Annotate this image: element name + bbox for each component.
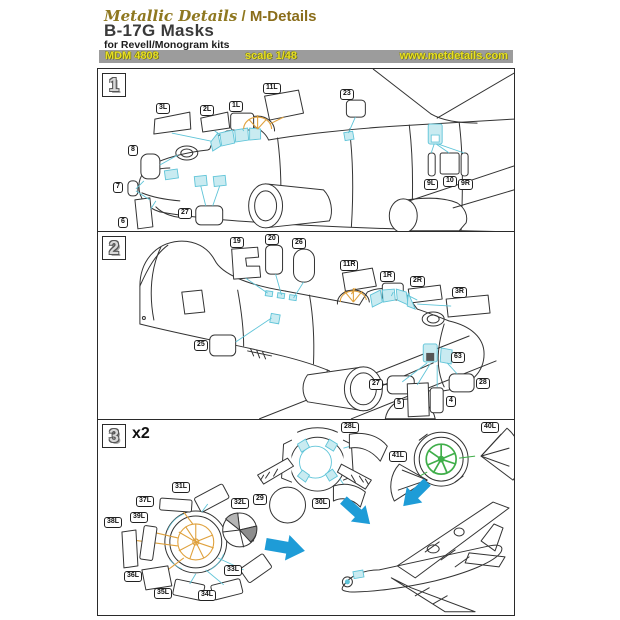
- step-number-badge: 2: [102, 236, 126, 260]
- website-link: www.metdetails.com: [399, 50, 508, 62]
- quantity-multiplier: x2: [132, 425, 150, 442]
- mask-label-35L: 35L: [154, 588, 173, 599]
- mask-label-23: 23: [340, 89, 354, 100]
- mask-label-32L: 32L: [231, 498, 250, 509]
- mask-label-6: 6: [118, 217, 128, 228]
- aircraft-right-side-drawing: [139, 240, 497, 419]
- turret-dome-mask: [243, 115, 284, 130]
- mask-label-25: 25: [194, 340, 208, 351]
- mask-label-11R: 11R: [340, 260, 359, 271]
- page-title: B-17G Masks: [104, 21, 215, 40]
- mask-label-29: 29: [253, 494, 267, 505]
- aircraft-left-side-drawing: [127, 69, 514, 231]
- step-number-badge: 3: [102, 424, 126, 448]
- product-info-bar: MDM 4808 scale 1/48 www.metdetails.com: [99, 50, 513, 63]
- mask-label-28L: 28L: [341, 422, 360, 433]
- mask-label-28: 28: [476, 378, 490, 389]
- mask-label-41L: 41L: [389, 451, 408, 462]
- step-panel-3: 3 x2: [97, 419, 515, 616]
- mask-label-7: 7: [113, 182, 123, 193]
- mask-label-20: 20: [265, 234, 279, 245]
- wheel-and-turret-drawing: [121, 427, 514, 613]
- mask-label-4: 4: [446, 396, 456, 407]
- mask-label-1R: 1R: [380, 271, 395, 282]
- step-panel-2: 2: [97, 231, 515, 420]
- mask-label-33L: 33L: [224, 565, 243, 576]
- mask-pieces: [127, 89, 469, 230]
- mask-label-1L: 1L: [229, 101, 244, 112]
- step-number-badge: 1: [102, 73, 126, 97]
- mask-label-26: 26: [292, 238, 306, 249]
- mask-label-3L: 3L: [156, 103, 171, 114]
- mask-label-11L: 11L: [263, 83, 281, 94]
- mask-label-19: 19: [230, 237, 244, 248]
- mask-label-36L: 36L: [124, 571, 143, 582]
- mask-label-39L: 39L: [130, 512, 149, 523]
- mask-label-37L: 37L: [136, 496, 155, 507]
- canopy-and-window-masks: [135, 115, 465, 210]
- product-code: MDM 4808: [105, 50, 159, 62]
- mask-label-38L: 38L: [104, 517, 123, 528]
- mask-label-9R: 9R: [458, 179, 473, 190]
- mask-label-10: 10: [443, 176, 457, 187]
- mask-label-27: 27: [369, 379, 383, 390]
- scale-label: scale 1/48: [245, 50, 297, 62]
- mask-label-30L: 30L: [312, 498, 331, 509]
- mask-label-2R: 2R: [410, 276, 425, 287]
- aircraft-top-view: [341, 501, 510, 613]
- panel2-labels: 19 20 26 11R 1R 2R 3R 25 63 27 5 4 28: [98, 232, 514, 419]
- mask-label-40L: 40L: [481, 422, 500, 433]
- mask-label-34L: 34L: [198, 590, 217, 601]
- mask-label-27: 27: [178, 208, 192, 219]
- tail-wheel: [390, 427, 514, 502]
- step-panel-1: 1: [97, 68, 515, 232]
- brand-logo-separator: /: [241, 8, 246, 25]
- mask-label-8: 8: [128, 145, 138, 156]
- mask-label-31L: 31L: [172, 482, 191, 493]
- canopy-and-window-masks: [235, 274, 458, 387]
- brand-logo-bold: M-Details: [249, 8, 317, 25]
- sheet-content: Metallic Details / M-Details B-17G Masks…: [97, 0, 515, 620]
- mask-label-2L: 2L: [200, 105, 215, 116]
- arrow-icon: [264, 478, 431, 561]
- mask-label-63: 63: [451, 352, 465, 363]
- page-subtitle: for Revell/Monogram kits: [104, 39, 230, 51]
- mask-label-5: 5: [394, 398, 404, 409]
- brand-logo-script: Metallic Details: [104, 7, 238, 25]
- leader-lines: [135, 116, 465, 210]
- ball-turret: [257, 427, 388, 524]
- main-wheel: [121, 483, 272, 601]
- panel3-labels: 37L 31L 32L 39L 38L 36L 35L 34L 33L 28L 29 30L 41L 40…: [98, 420, 514, 615]
- mask-label-9L: 9L: [424, 179, 439, 190]
- mask-label-3R: 3R: [452, 287, 467, 298]
- leader-lines: [235, 274, 458, 387]
- engine-nacelles: [248, 165, 514, 231]
- pie-mask-32L: [222, 512, 258, 548]
- brand-logo: Metallic Details / M-Details: [104, 7, 317, 25]
- turret-dome-mask: [339, 287, 367, 303]
